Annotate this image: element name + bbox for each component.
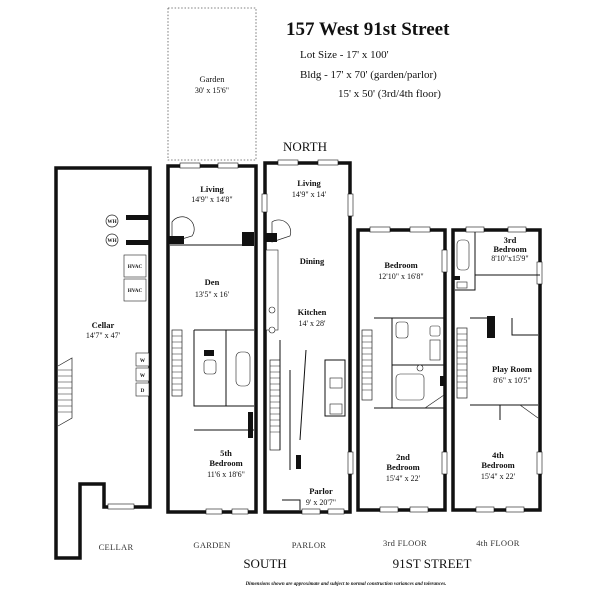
garden-bathtub bbox=[235, 351, 251, 387]
d-label: D bbox=[141, 388, 145, 394]
garden-yard-outline bbox=[167, 7, 257, 161]
water-heater-1 bbox=[105, 214, 119, 228]
den-dim: 13'5" x 16' bbox=[195, 290, 230, 299]
hvac-label-1: HVAC bbox=[128, 264, 143, 270]
garden-living-dim: 14'9" x 14'8" bbox=[191, 195, 232, 204]
second-bedroom-name: 2nd bbox=[396, 452, 410, 462]
floor-label-parlor: PARLOR bbox=[292, 540, 327, 550]
cellar-floor: WH WH HVAC HVAC W W D Cellar 14'7" x 47' bbox=[54, 166, 152, 560]
parlor-living-name: Living bbox=[297, 178, 321, 188]
garden-yard-name: Garden bbox=[199, 74, 225, 84]
page-title: 157 West 91st Street bbox=[286, 19, 450, 40]
third-floor: Bedroom 12'10" x 16'8" 2nd Bedroom 15'4"… bbox=[356, 226, 448, 513]
fourth-floor-bathtub bbox=[456, 239, 470, 271]
garden-toilet bbox=[203, 359, 217, 375]
building-size-upper: 15' x 50' (3rd/4th floor) bbox=[338, 88, 441, 100]
parlor-floor: Living 14'9" x 14' Dining Kitchen 14' x … bbox=[261, 159, 354, 515]
parlor-name: Parlor bbox=[309, 486, 333, 496]
fourth-floor: 3rd Bedroom 8'10"x15'9" Play Room 8'6" x… bbox=[451, 226, 543, 513]
play-room-dim: 8'6" x 10'5" bbox=[493, 376, 530, 385]
wh-label-2: WH bbox=[107, 238, 116, 244]
dryer bbox=[135, 382, 150, 397]
third-bedroom-name: Bedroom bbox=[384, 260, 417, 270]
garden-living-name: Living bbox=[200, 184, 224, 194]
floor-label-garden: GARDEN bbox=[193, 540, 230, 550]
kitchen-name: Kitchen bbox=[298, 307, 327, 317]
water-heater-2 bbox=[105, 233, 119, 247]
fourth-bedroom-name: 4th bbox=[492, 450, 504, 460]
garden-stairs bbox=[171, 329, 183, 397]
play-room-name: Play Room bbox=[492, 364, 532, 374]
fifth-bedroom-dim: 11'6 x 18'6" bbox=[207, 470, 245, 479]
building-size-lower: Bldg - 17' x 70' (garden/parlor) bbox=[300, 69, 437, 81]
w-label-1: W bbox=[140, 358, 146, 364]
second-bedroom-dim: 15'4" x 22' bbox=[386, 474, 421, 483]
hvac-label-2: HVAC bbox=[128, 288, 143, 294]
south-label: SOUTH bbox=[243, 556, 286, 571]
street-label: 91ST STREET bbox=[393, 556, 472, 571]
fourth-floor-stairs bbox=[456, 327, 468, 399]
third-floor-stairs bbox=[361, 329, 373, 401]
fourth-bedroom-dim: 15'4" x 22' bbox=[481, 472, 516, 481]
wh-label-1: WH bbox=[107, 219, 116, 225]
garden-spiral-stair bbox=[171, 216, 195, 243]
hvac-unit-1 bbox=[123, 254, 147, 278]
fourth-bedroom-name2: Bedroom bbox=[481, 460, 514, 470]
disclaimer: Dimensions shown are approximate and sub… bbox=[245, 582, 447, 587]
third-bedroom-4f-name: 3rd bbox=[504, 235, 517, 245]
washer-1 bbox=[135, 352, 150, 367]
lot-size: Lot Size - 17' x 100' bbox=[300, 49, 389, 61]
kitchen-dim: 14' x 28' bbox=[299, 319, 326, 328]
kitchen-counter bbox=[265, 249, 279, 331]
second-bedroom-name2: Bedroom bbox=[386, 462, 419, 472]
garden-floor: Living 14'9" x 14'8" Den 13'5" x 16' 5th… bbox=[166, 162, 258, 515]
cellar-name: Cellar bbox=[92, 320, 115, 330]
parlor-spiral-stair bbox=[271, 219, 291, 243]
third-bedroom-dim: 12'10" x 16'8" bbox=[378, 272, 423, 281]
cellar-dim: 14'7" x 47' bbox=[86, 331, 121, 340]
cellar-stairs bbox=[57, 357, 73, 427]
washer-2 bbox=[135, 367, 150, 382]
parlor-living-dim: 14'9" x 14' bbox=[292, 190, 327, 199]
dining-name: Dining bbox=[300, 256, 325, 266]
floor-label-third: 3rd FLOOR bbox=[383, 538, 427, 548]
third-floor-toilet bbox=[395, 321, 409, 339]
floor-label-fourth: 4th FLOOR bbox=[476, 538, 520, 548]
den-name: Den bbox=[205, 277, 220, 287]
w-label-2: W bbox=[140, 373, 146, 379]
hvac-unit-2 bbox=[123, 278, 147, 302]
fifth-bedroom-name2: Bedroom bbox=[209, 458, 242, 468]
third-bedroom-4f-dim: 8'10"x15'9" bbox=[491, 254, 528, 263]
north-label: NORTH bbox=[283, 139, 327, 154]
fifth-bedroom-name: 5th bbox=[220, 448, 232, 458]
floor-label-cellar: CELLAR bbox=[99, 542, 134, 552]
parlor-dim: 9' x 20'7" bbox=[306, 498, 336, 507]
third-floor-bathtub bbox=[395, 373, 425, 401]
garden-yard-dim: 30' x 15'6" bbox=[195, 86, 229, 95]
third-bedroom-4f-name2: Bedroom bbox=[493, 244, 526, 254]
parlor-stairs bbox=[269, 359, 281, 451]
parlor-fixture bbox=[329, 377, 343, 389]
